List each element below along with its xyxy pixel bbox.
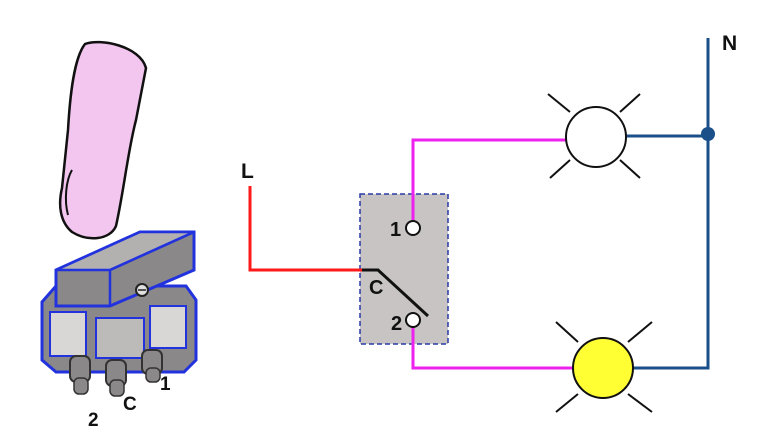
switch-contact: [362, 268, 430, 318]
neutral-label: N: [722, 32, 737, 55]
finger-icon: [58, 40, 148, 240]
upper-lamp: [547, 93, 641, 179]
line-wire: [248, 186, 372, 272]
terminal-2: [405, 312, 421, 328]
line-label: L: [241, 160, 254, 183]
device-terminal-1-label: 1: [160, 374, 171, 395]
terminal-1: [405, 220, 421, 236]
device-common-label: C: [123, 394, 137, 415]
junction-dot: [701, 127, 715, 141]
switched-wire-upper: [411, 138, 568, 220]
switch-device-icon: [40, 230, 198, 397]
common-label: C: [369, 277, 383, 299]
terminal-2-label: 2: [391, 313, 402, 335]
lamp-icon: [572, 337, 634, 399]
lower-lamp: [555, 321, 653, 413]
lamp-icon: [565, 106, 627, 168]
terminal-1-label: 1: [390, 219, 401, 241]
switched-wire-lower: [411, 320, 574, 370]
neutral-wire: [626, 134, 710, 370]
device-terminal-2-label: 2: [88, 410, 99, 431]
lamp-rays-icon: [547, 93, 641, 179]
lamp-rays-icon: [555, 321, 653, 413]
